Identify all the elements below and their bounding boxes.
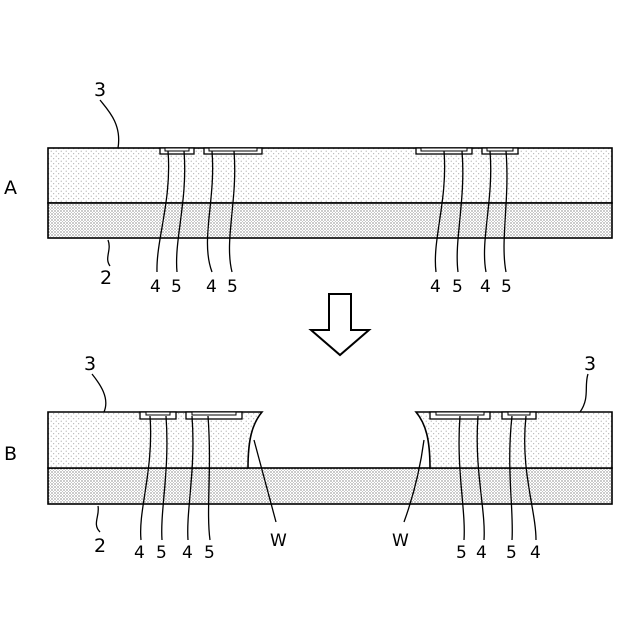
panel-b-pads	[140, 412, 536, 419]
callout-label: 5	[204, 543, 215, 563]
callout-label: 4	[182, 543, 193, 563]
callout-label: 5	[227, 277, 238, 297]
callout-label: 5	[501, 277, 512, 297]
panel-b-callouts-left: 4 5 4 5	[134, 543, 215, 563]
panel-b-callouts-right: 5 4 5 4	[456, 543, 541, 563]
callout-label: 4	[530, 543, 541, 563]
callout-label: 5	[156, 543, 167, 563]
callout-label: 5	[506, 543, 517, 563]
panel-a-lower-layer	[48, 203, 612, 238]
callout-label: 4	[134, 543, 145, 563]
panel-b-label-w-right: W	[392, 531, 409, 551]
panel-b-label-2: 2	[94, 535, 106, 557]
callout-label: 5	[456, 543, 467, 563]
callout-label: 4	[476, 543, 487, 563]
panel-b: B 3 3 2	[4, 353, 612, 563]
panel-b-upper-layer-right	[416, 412, 612, 468]
callout-label: 4	[480, 277, 491, 297]
panel-a-upper-layer	[48, 148, 612, 203]
down-arrow-icon	[311, 294, 369, 355]
callout-label: 4	[150, 277, 161, 297]
callout-label: 4	[430, 277, 441, 297]
panel-a-label-2: 2	[100, 267, 112, 289]
panel-b-upper-layer-left	[48, 412, 262, 468]
panel-a: A 3 2	[4, 79, 612, 297]
panel-b-label-3-left: 3	[84, 353, 96, 375]
panel-b-label: B	[4, 443, 17, 465]
callout-label: 4	[206, 277, 217, 297]
callout-label: 5	[171, 277, 182, 297]
panel-a-label: A	[4, 177, 17, 199]
panel-a-label-3: 3	[94, 79, 106, 101]
panel-b-label-3-right: 3	[584, 353, 596, 375]
callout-label: 5	[452, 277, 463, 297]
panel-b-label-w-left: W	[270, 531, 287, 551]
